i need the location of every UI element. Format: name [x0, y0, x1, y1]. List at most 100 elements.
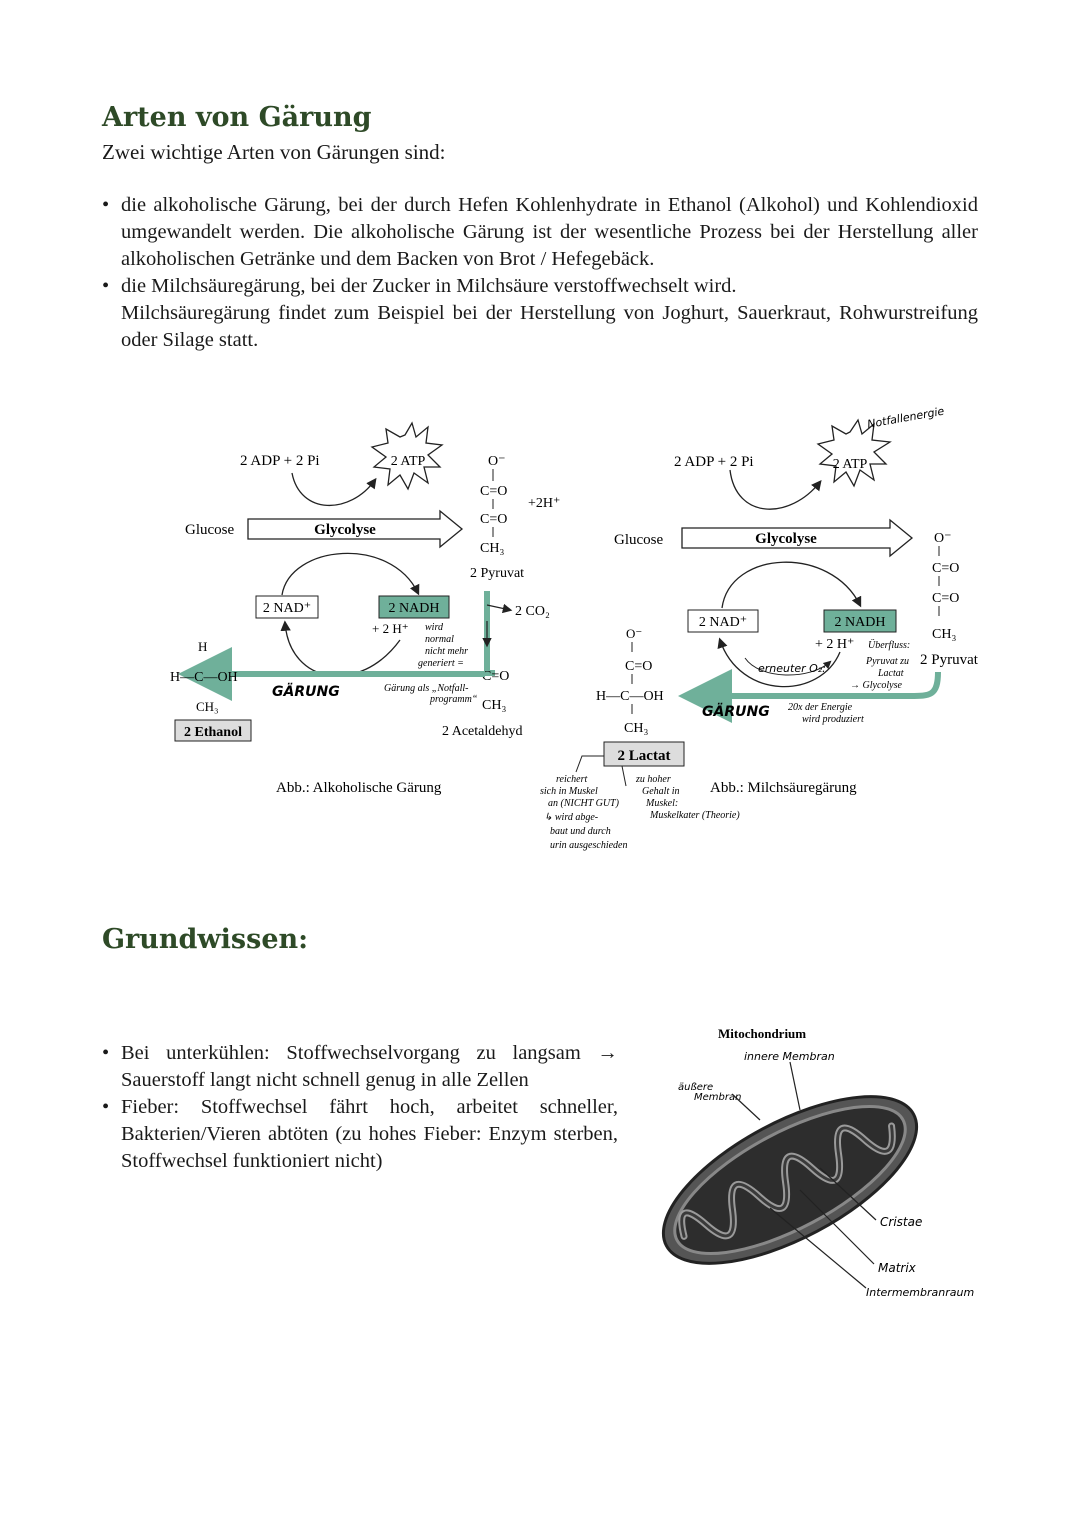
svg-text:→ Glycolyse: → Glycolyse [850, 680, 902, 691]
glycolyse-arrow [681, 518, 914, 558]
atp-star-icon [370, 421, 444, 491]
svg-text:Pyruvat zu: Pyruvat zu [865, 656, 909, 667]
svg-text:reichert: reichert [556, 774, 588, 785]
svg-text:wird produziert: wird produziert [802, 714, 864, 725]
svg-text:baut und durch: baut und durch [550, 826, 611, 837]
handwritten-note-1: wird normal nicht mehr generiert = [418, 622, 468, 669]
ueberfluss-note: Überfluss: Pyruvat zu Lactat → Glycolyse [850, 639, 910, 691]
svg-text:Überfluss:: Überfluss: [868, 639, 910, 651]
energie-note: 20x der Energie wird produziert [788, 702, 864, 725]
nad-box: 2 NAD⁺ [263, 601, 311, 616]
glycolyse-arrow [247, 509, 464, 549]
nad-box: 2 NAD⁺ [699, 615, 747, 630]
matrix-label: Matrix [878, 1261, 917, 1275]
svg-text:wird: wird [425, 622, 444, 633]
svg-text:Gärung als „Notfall-: Gärung als „Notfall- [384, 683, 468, 694]
gaerung-label: GÄRUNG [702, 703, 770, 720]
notfall-note: Notfallenergie [866, 405, 945, 431]
svg-text:20x der Energie: 20x der Energie [788, 702, 853, 713]
intro-text: Zwei wichtige Arten von Gärungen sind: [102, 140, 446, 164]
svg-text:Membran: Membran [694, 1092, 741, 1103]
svg-text:urin ausgeschieden: urin ausgeschieden [550, 840, 628, 851]
svg-text:C=O: C=O [932, 561, 959, 576]
intermembran-label: Intermembranraum [866, 1286, 974, 1299]
svg-text:Muskelkater (Theorie): Muskelkater (Theorie) [649, 810, 740, 821]
bullet-text: die alkoholische Gärung, bei der durch H… [121, 194, 978, 270]
svg-text:CH₃: CH₃ [482, 698, 506, 713]
handwritten-note-2: Gärung als „Notfall- programm“ [384, 683, 478, 705]
caption-milchsaeure: Abb.: Milchsäuregärung [710, 780, 857, 796]
nadh-box: 2 NADH [835, 615, 886, 630]
svg-text:CH₃: CH₃ [196, 699, 219, 714]
co2-label: 2 CO₂ [515, 604, 550, 619]
svg-text:nicht mehr: nicht mehr [425, 646, 468, 657]
svg-text:generiert =: generiert = [418, 658, 464, 669]
svg-text:C=O: C=O [480, 484, 507, 499]
lactat-right-note: zu hoher Gehalt in Muskel: Muskelkater (… [635, 774, 740, 821]
erneuter-note: erneuter O₂: [758, 662, 826, 675]
adp-arrow [291, 472, 377, 507]
list-item: die alkoholische Gärung, bei der durch H… [102, 192, 978, 273]
svg-text:CH₃: CH₃ [932, 627, 956, 642]
lactat-left-note: reichert sich in Muskel an (NICHT GUT) ↳… [540, 774, 628, 851]
svg-text:C=O: C=O [480, 512, 507, 527]
grundwissen-list: Bei unterkühlen: Stoffwechselvorgang zu … [102, 1040, 618, 1175]
svg-text:O⁻: O⁻ [934, 531, 952, 546]
svg-text:C=O: C=O [932, 591, 959, 606]
bullet-text: die Milchsäuregärung, bei der Zucker in … [121, 275, 737, 297]
hplus-label: +2H⁺ [528, 496, 560, 511]
adp-label: 2 ADP + 2 Pi [240, 453, 320, 469]
gaerung-label: GÄRUNG [272, 683, 340, 700]
svg-text:O⁻: O⁻ [626, 626, 642, 641]
section-title-arten: Arten von Gärung [102, 102, 372, 133]
svg-text:C=O: C=O [482, 669, 509, 684]
pyruvat-label: 2 Pyruvat [470, 566, 524, 581]
cristae-label: Cristae [880, 1215, 922, 1229]
mitochondrion-diagram: Mitochondrium innere Membran äußere Memb… [661, 1026, 974, 1299]
inner-membrane-label: innere Membran [744, 1050, 835, 1063]
list-item: Fieber: Stoffwechsel fährt hoch, arbeite… [102, 1094, 618, 1175]
svg-text:↳ wird abge-: ↳ wird abge- [544, 812, 598, 823]
mitochondrion-shape [661, 1095, 919, 1265]
svg-text:C=O: C=O [625, 659, 652, 674]
lactat-box: 2 Lactat [618, 748, 671, 764]
svg-text:programm“: programm“ [429, 694, 478, 705]
svg-text:CH₃: CH₃ [480, 541, 504, 556]
glucose-label: Glucose [185, 522, 234, 538]
h-label: + 2 H⁺ [815, 637, 854, 652]
glycolyse-label: Glycolyse [314, 522, 376, 538]
bullet-extra-text: Milchsäuregärung findet zum Beispiel bei… [121, 302, 978, 351]
gaerung-arrow [678, 669, 941, 723]
pyruvat-label: 2 Pyruvat [920, 652, 979, 668]
svg-text:Gehalt in: Gehalt in [642, 786, 680, 797]
list-item: Bei unterkühlen: Stoffwechselvorgang zu … [102, 1040, 618, 1094]
svg-text:normal: normal [425, 634, 454, 645]
caption-alkoholische: Abb.: Alkoholische Gärung [276, 780, 442, 796]
lactic-fermentation-diagram: 2 ADP + 2 Pi 2 ATP Notfallenergie Glucos… [540, 405, 979, 851]
mito-title: Mitochondrium [718, 1026, 806, 1041]
ethanol-box: 2 Ethanol [184, 725, 242, 740]
fermentation-types-list: die alkoholische Gärung, bei der durch H… [102, 192, 978, 354]
atp-star-icon [816, 418, 892, 488]
svg-text:Muskel:: Muskel: [645, 798, 678, 809]
atp-label: 2 ATP [391, 454, 426, 469]
section-title-grundwissen: Grundwissen: [102, 924, 309, 955]
glucose-label: Glucose [614, 532, 663, 548]
svg-text:H—C—OH: H—C—OH [170, 670, 238, 685]
nadh-box: 2 NADH [389, 601, 440, 616]
svg-text:CH₃: CH₃ [624, 721, 648, 736]
glycolyse-label: Glycolyse [755, 531, 817, 547]
svg-text:sich in Muskel: sich in Muskel [540, 786, 598, 797]
adp-label: 2 ADP + 2 Pi [674, 454, 754, 470]
h-label: + 2 H⁺ [372, 621, 409, 636]
svg-text:H: H [198, 639, 207, 654]
atp-label: 2 ATP [833, 457, 868, 472]
svg-text:H—C—OH: H—C—OH [596, 689, 664, 704]
svg-text:O⁻: O⁻ [488, 454, 506, 469]
acetaldehyd-label: 2 Acetaldehyd [442, 724, 522, 739]
alcoholic-fermentation-diagram: 2 ADP + 2 Pi 2 ATP Glucose Glycolyse O⁻ … [170, 421, 560, 796]
svg-text:zu hoher: zu hoher [635, 774, 671, 785]
svg-text:an (NICHT GUT): an (NICHT GUT) [548, 798, 620, 809]
outer-membrane-label: äußere [678, 1082, 713, 1093]
svg-text:Lactat: Lactat [877, 668, 904, 679]
